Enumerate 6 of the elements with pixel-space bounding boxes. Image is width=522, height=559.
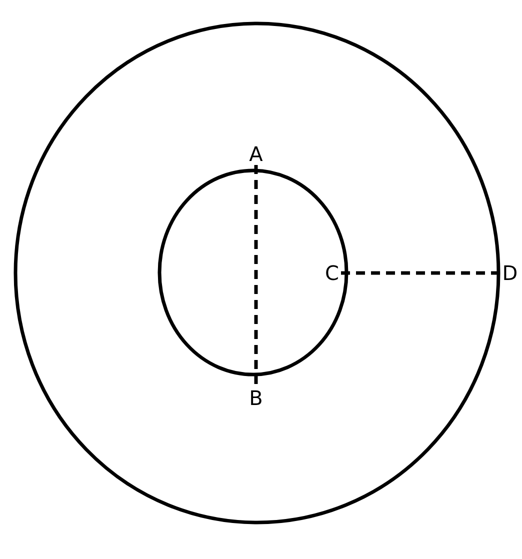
point-label: A <box>248 143 264 165</box>
dashed-line <box>254 165 258 387</box>
dashed-line <box>341 271 501 275</box>
point-label: C <box>324 262 340 284</box>
point-label: B <box>248 387 264 409</box>
point-label: D <box>501 262 519 284</box>
